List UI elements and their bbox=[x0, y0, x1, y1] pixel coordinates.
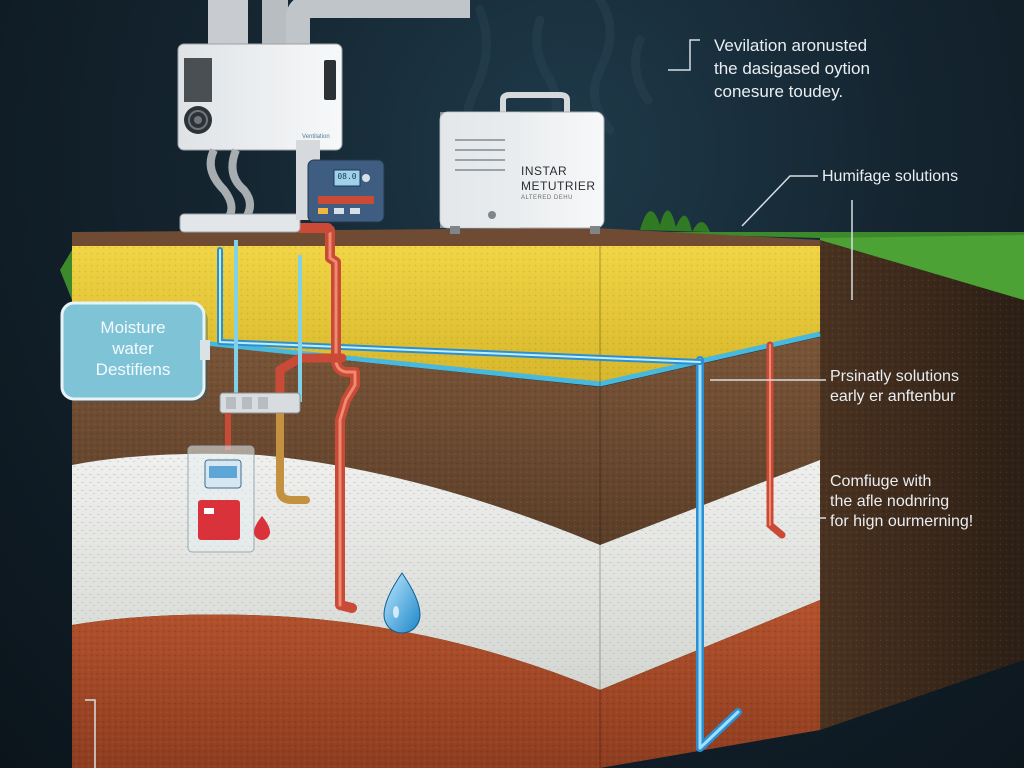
callout-configure-line-1: Comfiuge with bbox=[830, 473, 932, 490]
fan-grille bbox=[184, 106, 212, 134]
dehumidifier-label-line-2: METUTRIER bbox=[521, 179, 596, 193]
topsoil-layer bbox=[72, 246, 820, 386]
callout-ventilation-line-2: the dasigased oytion bbox=[714, 59, 870, 78]
bedrock-layer bbox=[72, 600, 820, 768]
water-drop-icon bbox=[383, 572, 421, 634]
dehumidifier-unit bbox=[439, 92, 605, 234]
callout-configure-line-3: for hign ourmerning! bbox=[830, 513, 974, 530]
callout-humidity-line-1: Humifage solutions bbox=[822, 168, 959, 185]
moisture-sign-line-2: water bbox=[112, 339, 154, 358]
callout-primary: Prsinatly solutions early er anftenbur bbox=[830, 367, 959, 407]
callout-ventilation-line-3: conesure toudey. bbox=[714, 82, 844, 101]
callout-ventilation: Vevilation aronusted the dasigased oytio… bbox=[714, 34, 870, 103]
sand-layer bbox=[72, 453, 820, 690]
leader-line-icon bbox=[85, 39, 853, 768]
drop-highlight bbox=[393, 606, 399, 618]
moisture-sign-line-3: Destifiens bbox=[95, 360, 171, 379]
callout-configure-line-2: the afle nodnring bbox=[830, 493, 950, 510]
callout-humidity: Humifage solutions bbox=[822, 167, 958, 187]
dehumidifier-label: INSTAR METUTRIER ALTERED DEHU bbox=[521, 164, 603, 202]
red-supply-pipe bbox=[275, 223, 360, 613]
clay-layer bbox=[72, 337, 820, 545]
callout-primary-line-1: Prsinatly solutions bbox=[830, 368, 959, 385]
control-panel-display: 08.0 bbox=[337, 172, 357, 181]
callout-configure: Comfiuge with the afle nodnring for hign… bbox=[830, 472, 973, 532]
moisture-sign-line-1: Moisture bbox=[100, 318, 166, 337]
red-return-pipe-right bbox=[766, 341, 786, 539]
manifold-block bbox=[219, 392, 301, 414]
block-side-face bbox=[820, 240, 1024, 730]
ventilation-brand-tag: Ventilation bbox=[302, 134, 330, 140]
moisture-sign-box bbox=[60, 301, 210, 402]
control-panel-unit bbox=[307, 159, 385, 223]
water-drop-icon bbox=[254, 516, 270, 540]
block-top-surface bbox=[72, 228, 820, 248]
callout-ventilation-line-1: Vevilation aronusted bbox=[714, 36, 868, 55]
dehumidifier-label-line-1: INSTAR bbox=[521, 164, 568, 178]
blue-drain-pipe bbox=[217, 247, 742, 752]
moisture-sensor-panel bbox=[187, 445, 255, 553]
vent-slots bbox=[455, 139, 505, 171]
callout-primary-line-2: early er anftenbur bbox=[830, 388, 956, 405]
moisture-sign: Moisture water Destifiens bbox=[62, 303, 204, 399]
dehumidifier-sublabel: ALTERED DEHU bbox=[521, 195, 573, 201]
ventilation-unit bbox=[177, 0, 470, 233]
gold-pipe bbox=[276, 406, 310, 504]
